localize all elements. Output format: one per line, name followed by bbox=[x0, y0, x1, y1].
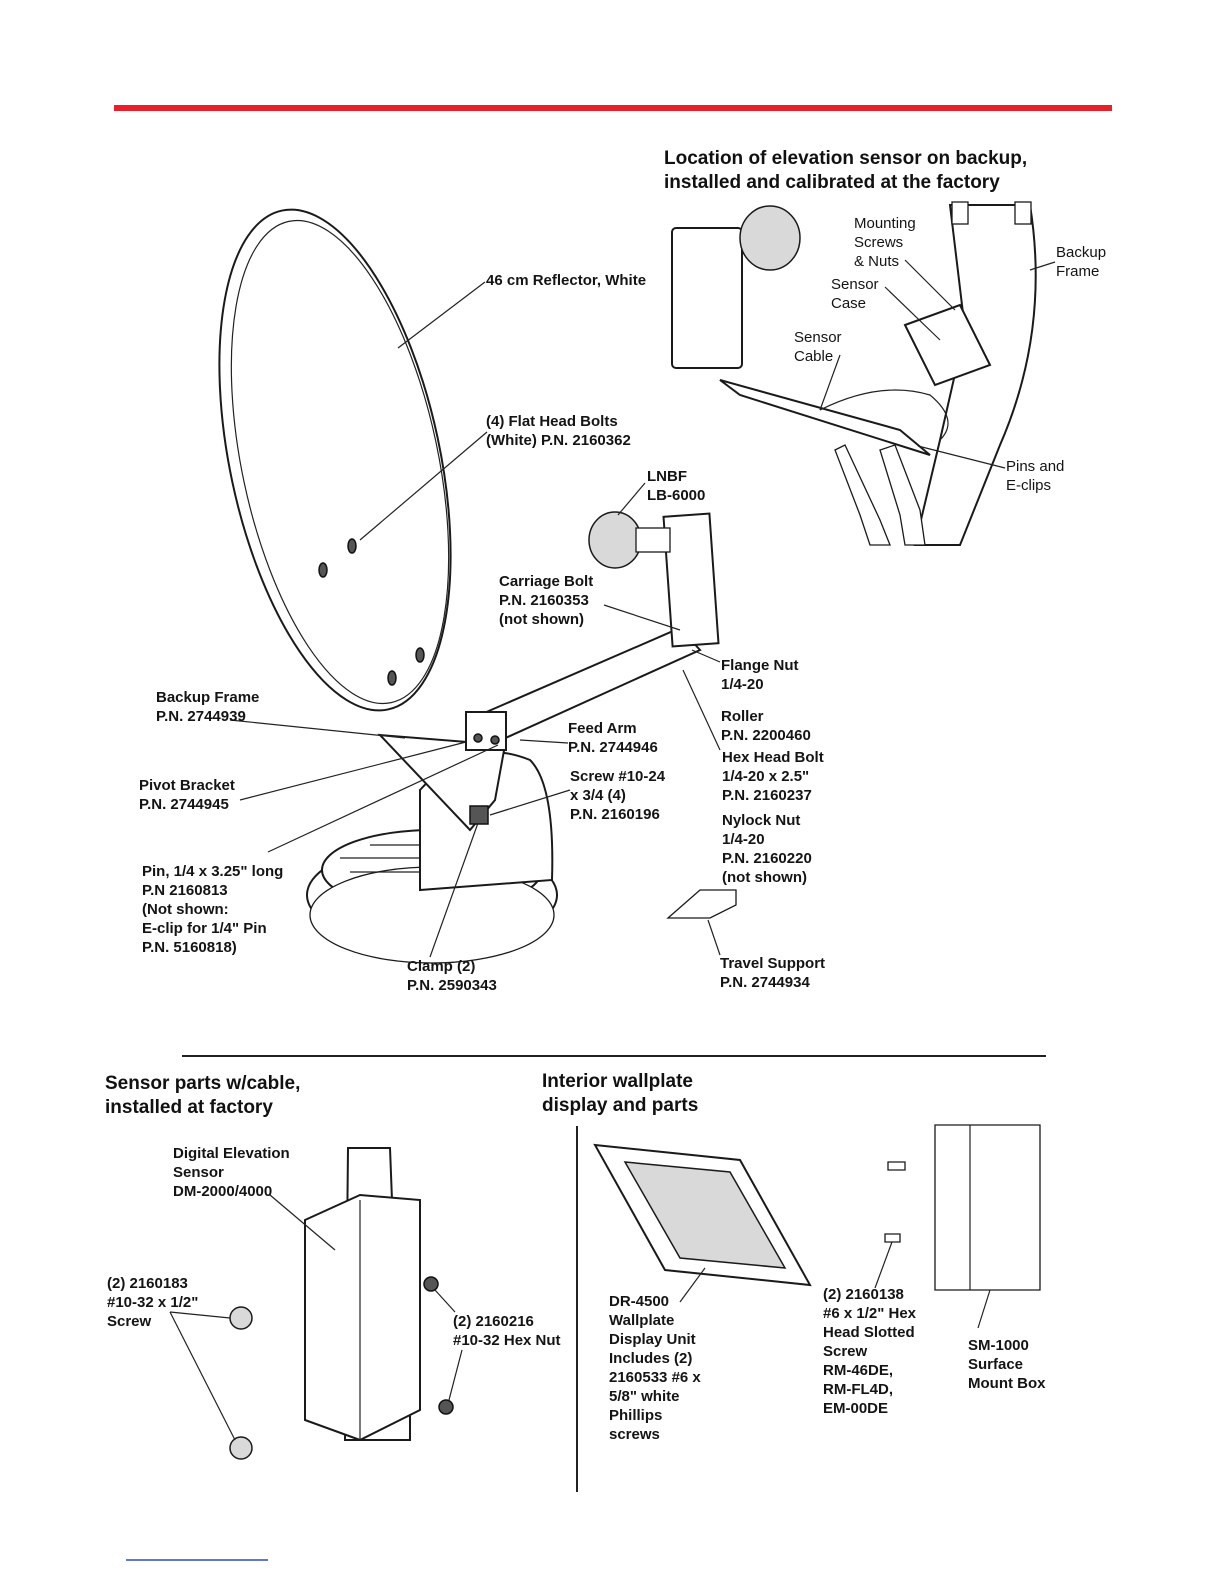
wallplate-screw-b bbox=[884, 1233, 901, 1243]
sensor-screw-b bbox=[229, 1436, 253, 1460]
inset-lnbf-horn bbox=[739, 205, 801, 271]
inset-bracket-right bbox=[1014, 201, 1032, 225]
pivot-bolt bbox=[490, 735, 500, 745]
leader-screw-b bbox=[169, 1311, 236, 1441]
pivot-bracket-block bbox=[465, 711, 507, 751]
wallplate-inner bbox=[623, 1161, 787, 1269]
inset-sensor-cable bbox=[819, 389, 949, 441]
inset-label-backup-frame: Backup Frame bbox=[1056, 244, 1107, 280]
lnbf-neck bbox=[635, 527, 671, 553]
surface-mount-box bbox=[934, 1124, 1041, 1291]
leader-reflector bbox=[397, 281, 486, 349]
wallplate-title: Interior wallplate display and parts bbox=[542, 1071, 699, 1116]
leader-inset-screws bbox=[904, 259, 956, 311]
leader-travel bbox=[707, 919, 721, 956]
leader-hexnut-b bbox=[448, 1349, 463, 1401]
label-digital-sensor: Digital Elevation Sensor DM-2000/4000 bbox=[173, 1145, 290, 1200]
label-travel-support: Travel Support P.N. 2744934 bbox=[720, 955, 826, 991]
label-sensor-screws: (2) 2160183 #10-32 x 1/2" Screw bbox=[107, 1275, 199, 1330]
inset-label-pins-eclips: Pins and E-clips bbox=[1006, 458, 1065, 494]
leader-pivot bbox=[239, 741, 467, 801]
wallplate-screw-a bbox=[887, 1161, 906, 1171]
label-pin: Pin, 1/4 x 3.25" long P.N 2160813 (Not s… bbox=[142, 863, 284, 956]
bolt-hole bbox=[387, 670, 397, 686]
label-dr4500: DR-4500 Wallplate Display Unit Includes … bbox=[609, 1293, 701, 1443]
leader-inset-pins bbox=[917, 445, 1006, 469]
leader-sm1000 bbox=[977, 1289, 991, 1329]
leader-roller bbox=[682, 669, 721, 751]
lnbf-horn bbox=[588, 511, 642, 569]
inset-lnbf-block bbox=[671, 227, 743, 369]
leader-lnbf bbox=[617, 482, 646, 516]
leader-carriage bbox=[603, 604, 681, 631]
clamp bbox=[469, 805, 489, 825]
leader-clamp bbox=[429, 822, 479, 958]
sensor-parts-drawing bbox=[229, 1147, 454, 1460]
leader-inset-cable bbox=[819, 354, 841, 411]
label-sm1000: SM-1000 Surface Mount Box bbox=[968, 1337, 1046, 1392]
leader-flange bbox=[691, 649, 721, 663]
leader-lines bbox=[169, 259, 1056, 1441]
label-backup-frame: Backup Frame P.N. 2744939 bbox=[156, 689, 260, 725]
hex-nut-b bbox=[438, 1399, 454, 1415]
bolt-hole bbox=[347, 538, 357, 554]
top-red-rule bbox=[114, 105, 1112, 111]
leader-screw bbox=[489, 789, 571, 816]
backup-frame-inset-drawing bbox=[671, 201, 1037, 546]
lnbf-block bbox=[662, 512, 720, 648]
sensor-box bbox=[304, 1193, 421, 1442]
leader-screw-a bbox=[169, 1311, 231, 1319]
inset-title: Location of elevation sensor on backup, … bbox=[664, 148, 1028, 193]
leader-hexscrew bbox=[874, 1241, 893, 1289]
label-nylock-nut: Nylock Nut 1/4-20 P.N. 2160220 (not show… bbox=[722, 812, 812, 886]
label-roller: Roller P.N. 2200460 bbox=[721, 708, 811, 744]
inset-arm bbox=[719, 379, 931, 456]
leader-feedarm bbox=[519, 739, 569, 744]
leader-backup bbox=[229, 719, 406, 739]
label-flange-nut: Flange Nut 1/4-20 bbox=[721, 657, 799, 693]
label-hex-nut: (2) 2160216 #10-32 Hex Nut bbox=[453, 1313, 561, 1349]
leader-inset-frame bbox=[1029, 261, 1056, 271]
inset-legs bbox=[834, 444, 926, 546]
reflector-dish bbox=[218, 208, 452, 712]
label-pivot-bracket: Pivot Bracket P.N. 2744945 bbox=[139, 777, 235, 813]
wallplate-drawing bbox=[593, 1124, 1041, 1291]
inset-label-sensor-cable: Sensor Cable bbox=[794, 329, 842, 365]
hex-nut-a bbox=[423, 1276, 439, 1292]
inset-label-sensor-case: Sensor Case bbox=[831, 276, 879, 312]
inset-bracket-left bbox=[951, 201, 969, 225]
label-feed-arm: Feed Arm P.N. 2744946 bbox=[568, 720, 658, 756]
label-hex-head-bolt: Hex Head Bolt 1/4-20 x 2.5" P.N. 2160237 bbox=[722, 749, 824, 804]
pivot-bolt bbox=[473, 733, 483, 743]
label-carriage-bolt: Carriage Bolt P.N. 2160353 (not shown) bbox=[499, 573, 594, 628]
label-reflector: 46 cm Reflector, White bbox=[486, 272, 647, 289]
bolt-hole bbox=[415, 647, 425, 663]
inset-sensor-case bbox=[903, 303, 992, 387]
leader-inset-case bbox=[884, 286, 941, 341]
leader-dr4500 bbox=[679, 1267, 706, 1303]
bolt-hole bbox=[318, 562, 328, 578]
leader-pin bbox=[267, 744, 499, 853]
sensor-parts-title: Sensor parts w/cable, installed at facto… bbox=[105, 1073, 301, 1118]
label-flat-head-bolts: (4) Flat Head Bolts (White) P.N. 2160362 bbox=[486, 413, 631, 449]
dish-assembly-drawing bbox=[218, 208, 737, 964]
sensor-screw-a bbox=[229, 1306, 253, 1330]
leader-hexnut-a bbox=[434, 1289, 456, 1313]
label-lnbf: LNBF LB-6000 bbox=[647, 468, 706, 504]
label-hex-head-slotted-screw: (2) 2160138 #6 x 1/2" Hex Head Slotted S… bbox=[823, 1286, 917, 1417]
leader-sensor bbox=[269, 1194, 336, 1251]
leader-bolts bbox=[359, 431, 488, 541]
reflector-rim bbox=[230, 219, 450, 705]
label-screw: Screw #10-24 x 3/4 (4) P.N. 2160196 bbox=[570, 768, 666, 823]
inset-label-mounting-screws: Mounting Screws & Nuts bbox=[854, 215, 916, 270]
inset-backup-frame bbox=[913, 204, 1037, 546]
travel-support bbox=[666, 889, 737, 919]
label-clamp: Clamp (2) P.N. 2590343 bbox=[407, 958, 497, 994]
